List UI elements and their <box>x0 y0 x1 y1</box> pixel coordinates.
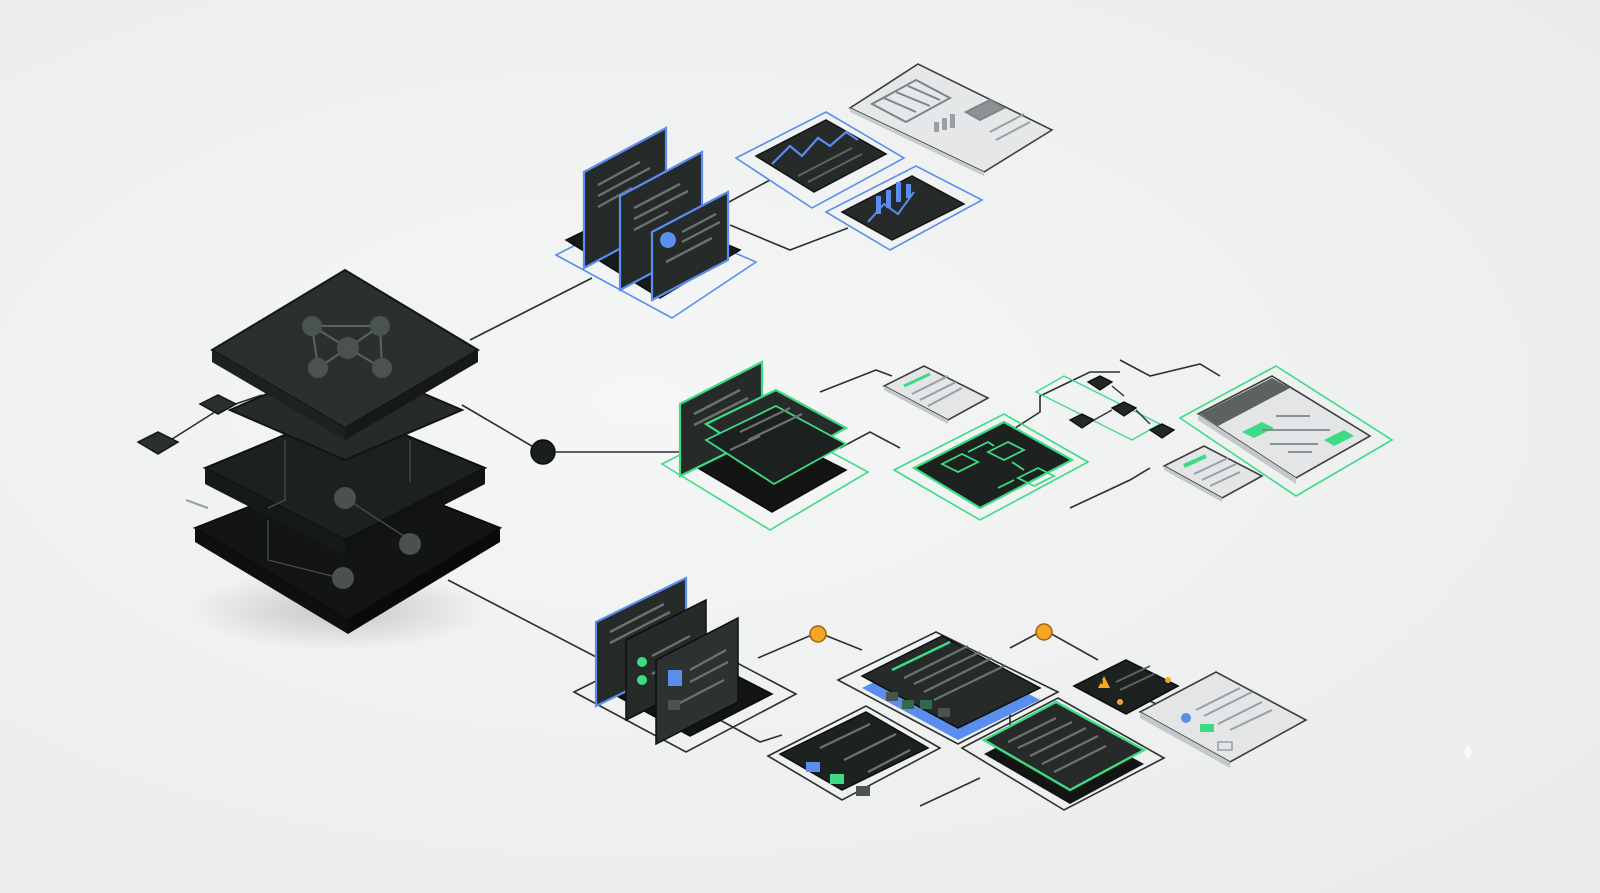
blue-card-avatar-icon <box>660 232 676 248</box>
warning-card[interactable] <box>1072 659 1180 715</box>
network-graph-icon <box>302 316 392 378</box>
sequence-diagram-icon <box>1242 415 1354 453</box>
line-chart-icon <box>771 130 859 165</box>
connector-blue-stack-to-bar-chart <box>729 224 849 251</box>
core-wiring <box>267 440 411 579</box>
side-node-small-2[interactable] <box>198 394 238 415</box>
side-dash <box>185 499 209 509</box>
mini-node-4 <box>1148 423 1176 439</box>
warning-icon <box>1098 676 1110 688</box>
sparkle-mark <box>1464 744 1472 760</box>
connector-lower-panel-to-code-panel <box>919 777 981 807</box>
mini-node-3 <box>1068 413 1096 429</box>
green-document-stack[interactable] <box>660 360 870 531</box>
connector-green-stack-to-workflow <box>839 431 901 449</box>
side-node-small-1[interactable] <box>136 431 180 455</box>
checklist-stack[interactable] <box>572 576 798 753</box>
review-document-page[interactable] <box>1138 671 1308 768</box>
core-stack[interactable] <box>190 268 503 650</box>
code-panel-icon <box>981 700 1147 792</box>
small-document-page[interactable] <box>882 365 990 424</box>
connector-checklist-to-lower-panel <box>719 719 783 743</box>
connector-task-panel-to-orange-dot-2 <box>1009 631 1041 649</box>
task-list-icon <box>860 635 1042 729</box>
checklist-card-3 <box>655 616 739 746</box>
core-connection-dots <box>332 487 421 589</box>
analytics-report[interactable] <box>848 63 1054 176</box>
mini-node-1 <box>1086 375 1114 391</box>
task-list-panel[interactable] <box>836 631 1060 745</box>
bar-chart-panel[interactable] <box>824 165 984 251</box>
orange-status-dot-2 <box>1035 623 1053 641</box>
report-page-icon <box>869 78 1007 124</box>
orange-status-dot-1 <box>809 625 827 643</box>
workflow-icon <box>939 440 1057 489</box>
green-card-3 <box>704 404 848 486</box>
bar-chart-icon <box>876 182 911 214</box>
connector-workflow-to-mini-nodes <box>1011 371 1120 431</box>
connector-orange-dot-1-to-task-panel <box>821 633 863 651</box>
mini-node-cluster[interactable] <box>1034 375 1176 441</box>
hub-node <box>530 439 556 465</box>
connector-orange-dot-2-to-warning <box>1047 631 1099 661</box>
small-note-page[interactable] <box>1162 445 1264 502</box>
checklist-icon <box>637 657 647 685</box>
sequence-diagram-page[interactable] <box>1178 365 1394 497</box>
connector-workflow-to-small-page <box>1069 467 1151 509</box>
connector-core-to-hub <box>461 404 543 453</box>
connector-checklist-to-orange-dot-1 <box>757 633 815 659</box>
lower-checklist-panel[interactable] <box>766 705 942 801</box>
connector-green-stack-to-page <box>819 369 893 393</box>
line-chart-panel[interactable] <box>734 111 906 209</box>
connector-core-to-blue-branch <box>469 277 593 341</box>
blue-document-stack[interactable] <box>554 126 758 319</box>
connector-mini-nodes-to-sequence <box>1119 359 1221 377</box>
mini-node-2 <box>1110 401 1138 417</box>
code-panel[interactable] <box>960 697 1166 811</box>
workflow-panel[interactable] <box>892 413 1090 521</box>
